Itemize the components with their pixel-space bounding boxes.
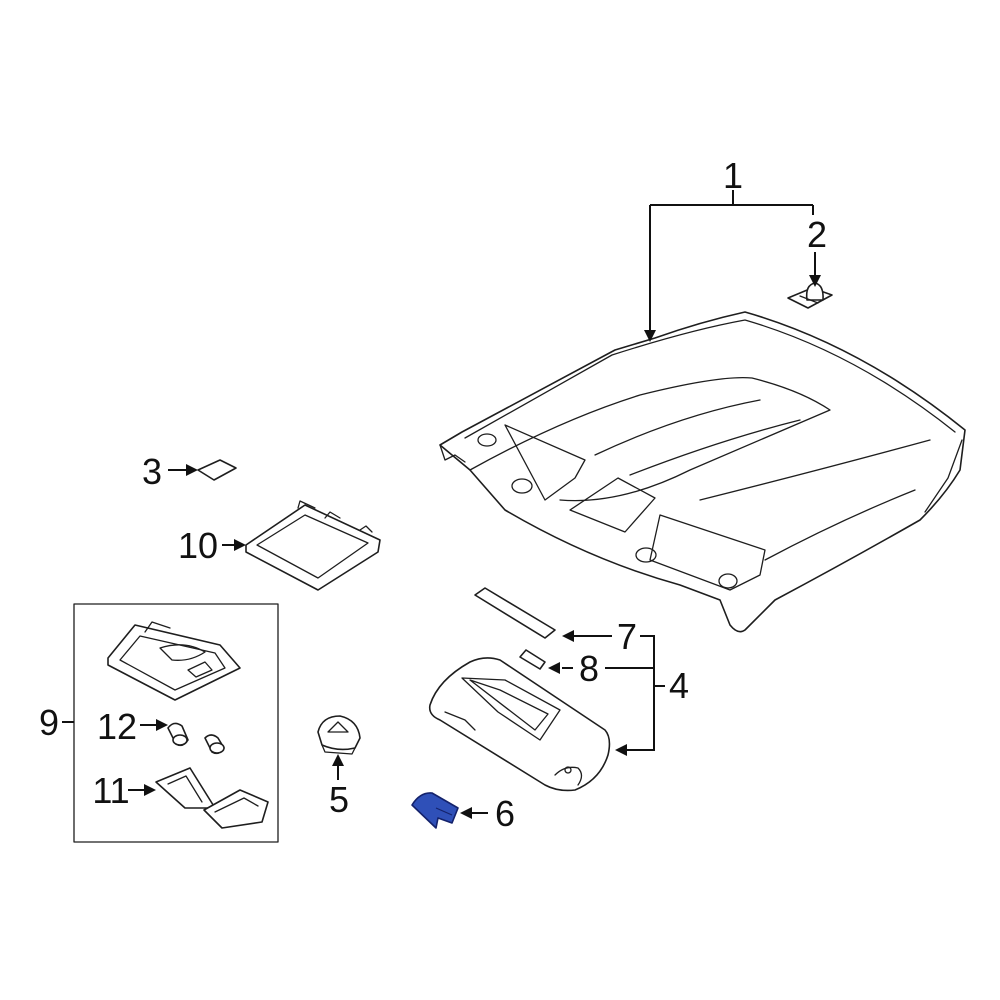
callout-11: 11: [92, 770, 129, 811]
leader-lines: [62, 190, 821, 819]
pad-part[interactable]: [197, 459, 237, 481]
sun-visor-part[interactable]: [428, 657, 611, 792]
dome-lamp-housing-part[interactable]: [107, 621, 241, 701]
callout-6: 6: [495, 793, 515, 834]
lens-part[interactable]: [155, 767, 269, 829]
callout-8: 8: [579, 648, 599, 689]
visor-rod-part[interactable]: [519, 649, 546, 670]
headliner-part[interactable]: [439, 311, 966, 633]
visor-holder-part[interactable]: [317, 715, 361, 755]
lamp-frame-part[interactable]: [245, 500, 381, 591]
callout-3: 3: [142, 451, 162, 492]
mirror-strip-part[interactable]: [474, 587, 556, 639]
callout-10: 10: [178, 525, 218, 566]
callout-2: 2: [807, 214, 827, 255]
headliner-clip-part[interactable]: [787, 282, 833, 309]
callout-9: 9: [39, 702, 59, 743]
bulb-part[interactable]: [167, 722, 225, 755]
callout-4: 4: [669, 665, 689, 706]
visor-clip-part[interactable]: [411, 792, 459, 829]
callout-12: 12: [97, 706, 137, 747]
callout-1: 1: [723, 155, 743, 196]
callout-7: 7: [617, 616, 637, 657]
callout-5: 5: [329, 779, 349, 820]
